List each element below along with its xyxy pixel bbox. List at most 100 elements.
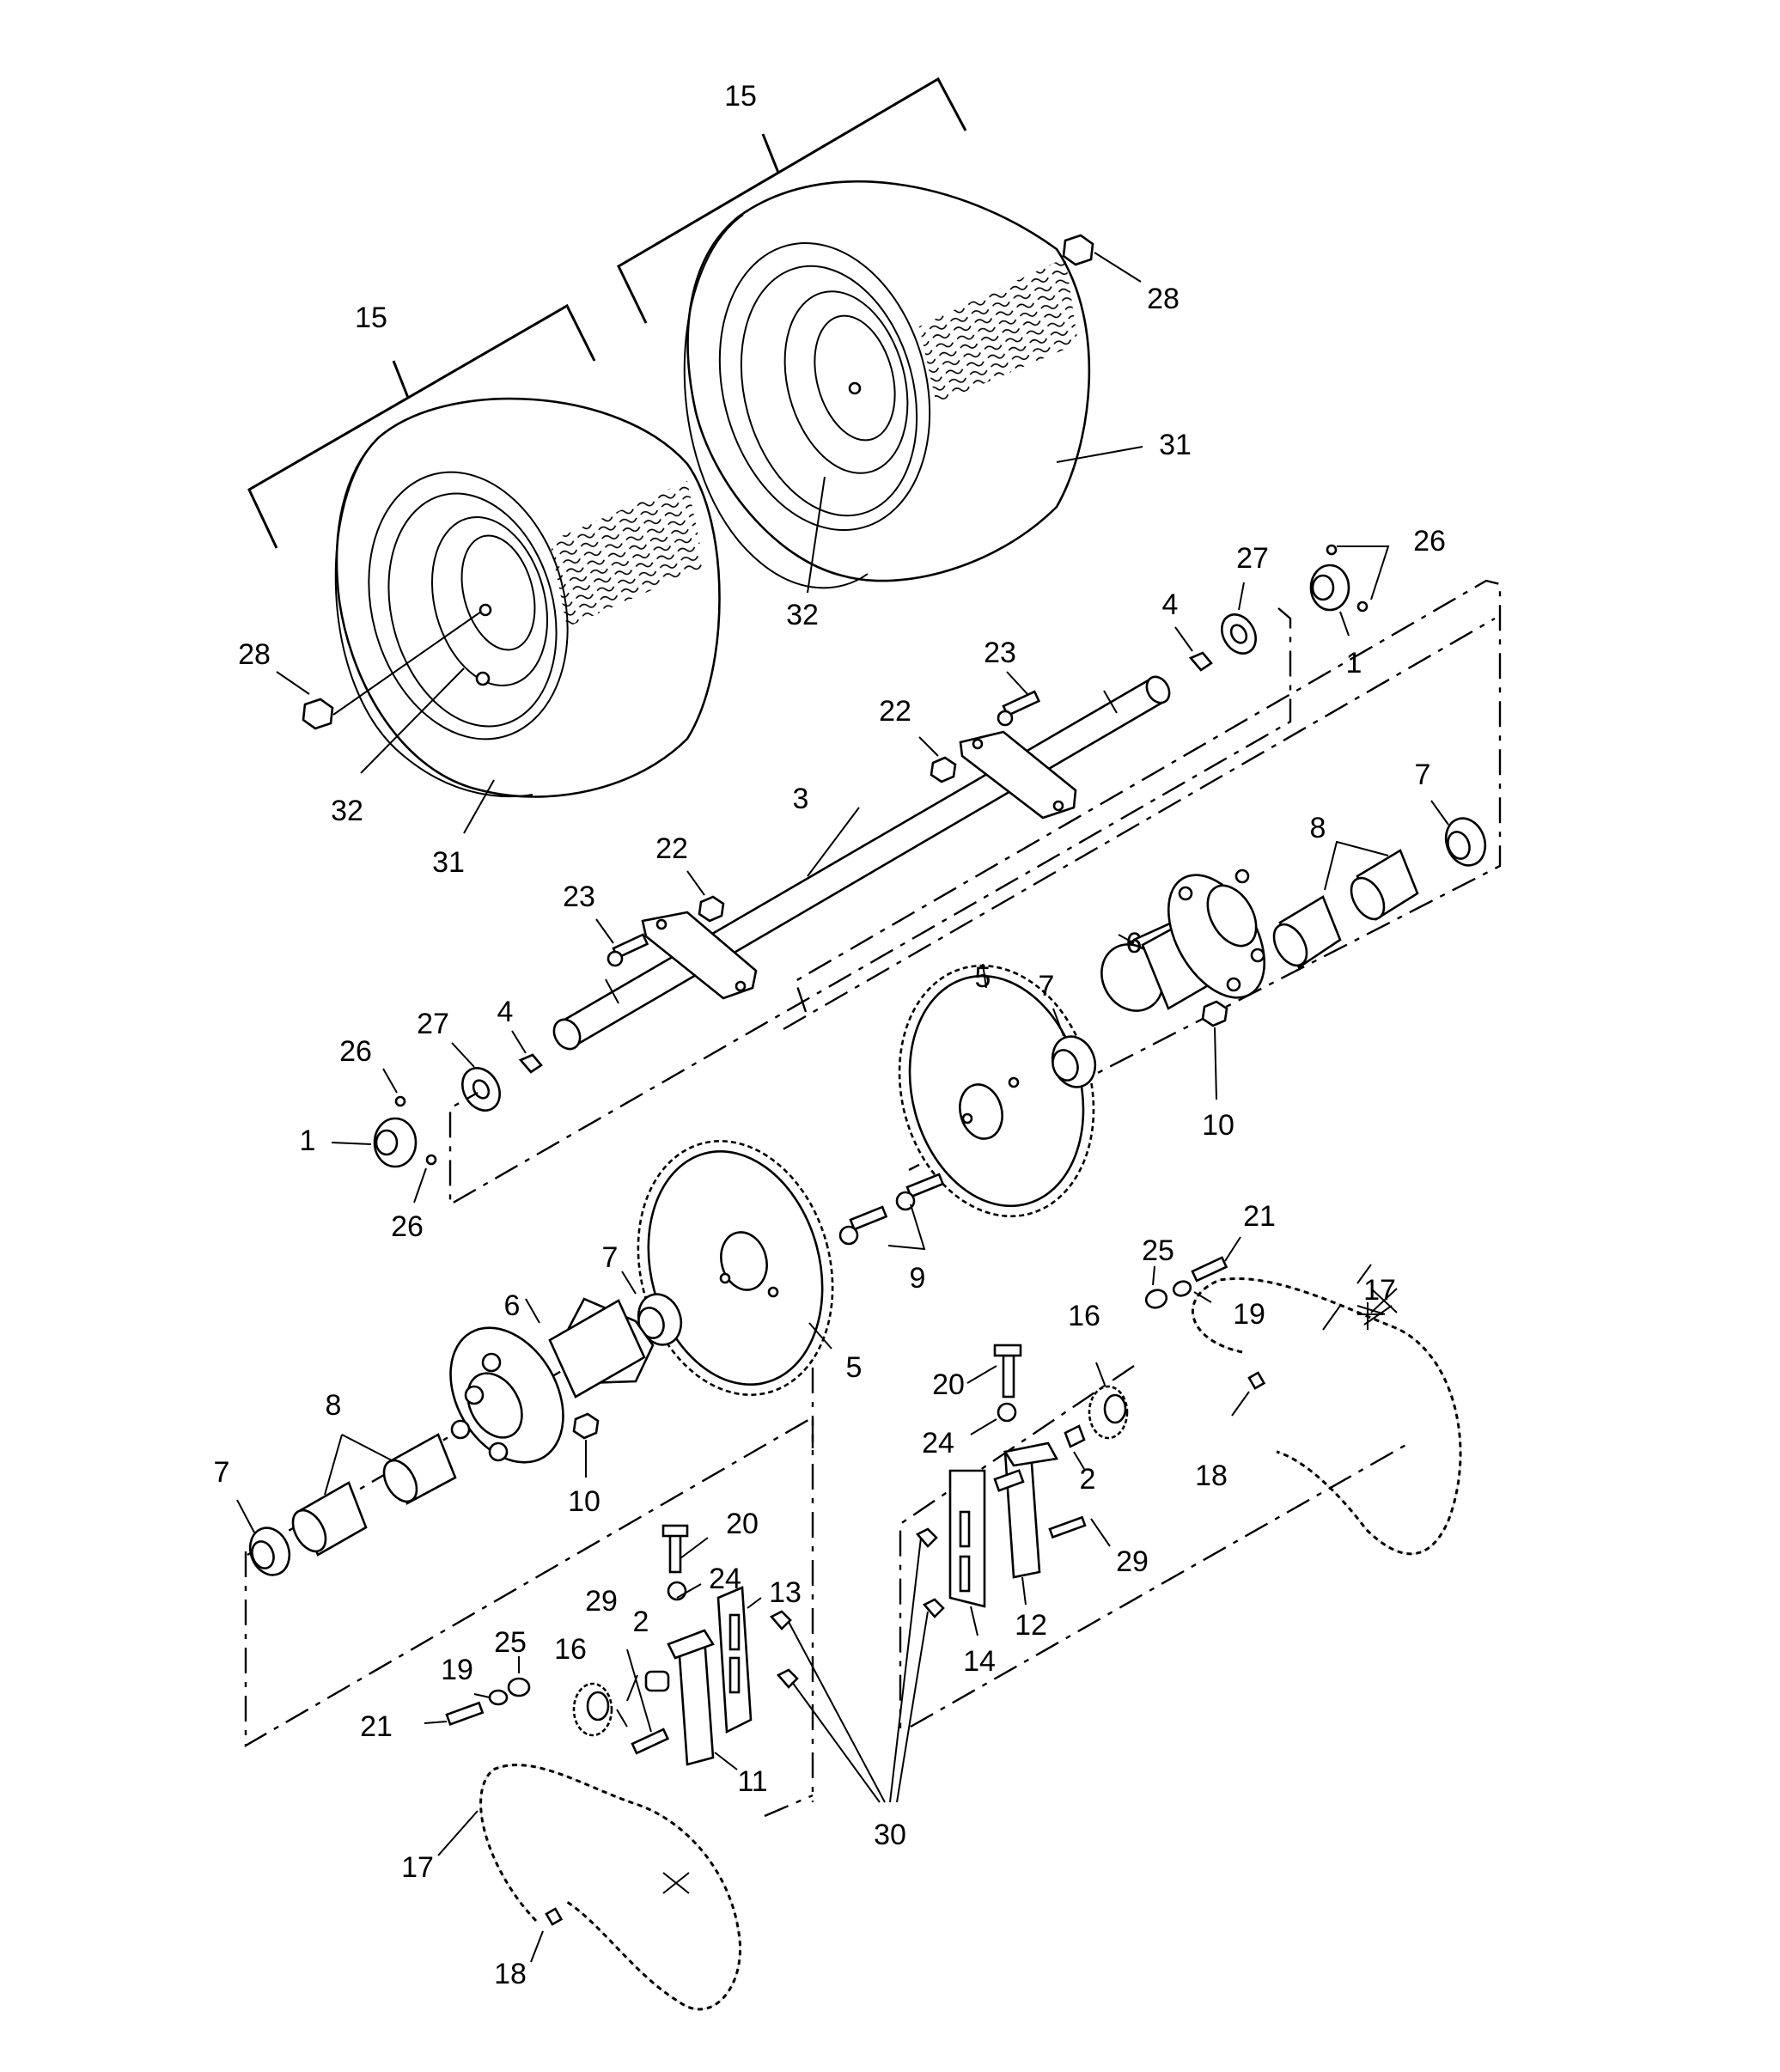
callout-29-right: 29 [1116, 1545, 1149, 1578]
callout-32-right: 32 [786, 599, 819, 631]
callout-18-right: 18 [1195, 1460, 1228, 1492]
axle [552, 675, 1171, 1051]
lug-nut-left [276, 611, 482, 730]
bearing-7-right-inner [1051, 1008, 1097, 1088]
idler-assembly-left [424, 1524, 799, 1770]
callout-7-d: 7 [214, 1456, 230, 1489]
nut-10-left [572, 1412, 600, 1478]
callout-23-a: 23 [984, 637, 1016, 669]
bearing-7-left-outer [236, 1499, 291, 1576]
leader-31-left [463, 779, 495, 834]
callout-30: 30 [874, 1819, 906, 1851]
callout-5-left: 5 [846, 1351, 863, 1384]
callout-25-left: 25 [494, 1626, 527, 1659]
callout-16-left: 16 [554, 1633, 587, 1666]
callout-15-left: 15 [355, 302, 387, 334]
nut-10-right [1201, 1000, 1228, 1100]
callout-22-a: 22 [879, 695, 911, 728]
callout-28-right: 28 [1147, 283, 1180, 315]
axle-mount-plate-right [959, 730, 1077, 820]
callout-4-right: 4 [1162, 588, 1179, 621]
wheel-bracket-left [247, 303, 596, 549]
spacer-8-left [291, 1433, 457, 1557]
callout-labels: 15 15 28 31 26 27 4 32 1 28 23 22 32 3 7… [214, 80, 1446, 1990]
callout-10-right: 10 [1202, 1109, 1234, 1142]
callout-24-left: 24 [709, 1563, 741, 1595]
leader-6-right [1118, 934, 1135, 944]
callout-1-right: 1 [1346, 647, 1362, 679]
callout-8-right: 8 [1310, 812, 1326, 844]
axle-mount-plate-left [641, 911, 758, 1000]
callout-6-right: 6 [1126, 927, 1143, 960]
bolts-9 [838, 1173, 945, 1251]
callout-2-left: 2 [633, 1606, 649, 1638]
grease-fitting-left [511, 1030, 543, 1074]
washer-27-left [451, 1042, 501, 1112]
callout-1-left: 1 [300, 1124, 316, 1157]
leader-32-right [807, 476, 826, 594]
callout-24-right: 24 [922, 1427, 954, 1460]
callout-7-b: 7 [1039, 970, 1055, 1002]
callout-19-left: 19 [441, 1654, 473, 1686]
callout-32-left: 32 [331, 795, 363, 827]
callout-4-left: 4 [497, 996, 514, 1028]
callout-26-c: 26 [391, 1210, 424, 1243]
lug-nut-right [1062, 234, 1142, 283]
collar-left [331, 1068, 437, 1204]
callout-11: 11 [737, 1765, 767, 1798]
callout-21-right: 21 [1243, 1200, 1276, 1233]
callout-31-left: 31 [432, 846, 465, 879]
callout-9: 9 [910, 1262, 926, 1295]
callout-23-b: 23 [563, 881, 595, 913]
bolt-23-lower [595, 918, 649, 967]
leader-5-right [982, 963, 987, 989]
chain-right [1191, 1264, 1462, 1556]
callout-27-left: 27 [417, 1008, 449, 1040]
callout-26-b: 26 [339, 1035, 372, 1068]
callout-28-left: 28 [238, 638, 271, 671]
callout-20-right: 20 [932, 1368, 965, 1401]
collar-right [1309, 544, 1390, 637]
callout-7-a: 7 [1415, 759, 1431, 791]
callout-2-right: 2 [1080, 1463, 1096, 1496]
spacer-8-right [1272, 840, 1419, 969]
leader-30 [788, 1537, 929, 1803]
callout-16-right: 16 [1068, 1300, 1100, 1332]
nut-22-lower [686, 870, 725, 923]
leader-32-left [360, 667, 465, 774]
callout-10-left: 10 [568, 1485, 600, 1518]
callout-13: 13 [769, 1576, 802, 1609]
washer-27-right [1221, 582, 1257, 655]
callout-14: 14 [963, 1645, 996, 1678]
callout-20-left: 20 [726, 1508, 759, 1540]
sprocket-left [637, 1140, 834, 1396]
bearing-7-right-outer [1430, 800, 1487, 867]
callout-26-a: 26 [1413, 525, 1446, 558]
callout-31-right: 31 [1159, 429, 1192, 461]
callout-3: 3 [793, 783, 809, 815]
sprocket-right [898, 964, 1095, 1218]
callout-5-right: 5 [975, 961, 991, 994]
tire-right [683, 180, 1091, 589]
callout-7-c: 7 [602, 1241, 619, 1274]
callout-21-left: 21 [360, 1710, 393, 1743]
callout-15-right: 15 [724, 80, 757, 113]
callout-17-left: 17 [401, 1851, 434, 1884]
chain-left [437, 1764, 741, 2011]
callout-22-b: 22 [655, 832, 688, 865]
hub-left [449, 1297, 655, 1464]
callout-19-right: 19 [1233, 1298, 1265, 1331]
callout-29-left: 29 [585, 1585, 618, 1618]
callout-17-right: 17 [1363, 1274, 1396, 1307]
grease-fitting-right [1174, 626, 1213, 672]
callout-18-left: 18 [494, 1958, 527, 1990]
idler-assembly-right [915, 1236, 1241, 1636]
wheel-bracket-right [617, 76, 967, 324]
callout-27-right: 27 [1236, 542, 1269, 575]
callout-8-left: 8 [326, 1389, 342, 1422]
bolt-23-upper [997, 671, 1041, 727]
callout-12: 12 [1015, 1609, 1047, 1642]
nut-22-upper [918, 736, 957, 783]
callout-25-right: 25 [1142, 1234, 1174, 1267]
